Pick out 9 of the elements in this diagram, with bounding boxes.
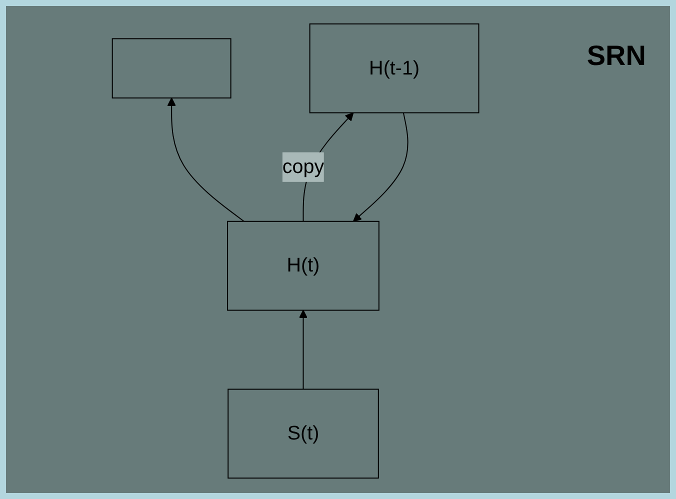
arrow — [353, 112, 409, 222]
node-box: S(t) — [228, 388, 380, 479]
node-box: H(t-1) — [310, 23, 480, 114]
arrow — [299, 310, 308, 390]
node-box: H(t) — [227, 220, 380, 311]
edge-label: copy — [282, 156, 325, 178]
node-box — [112, 38, 232, 98]
arrow — [168, 98, 245, 222]
diagram-title: SRN — [586, 40, 646, 72]
